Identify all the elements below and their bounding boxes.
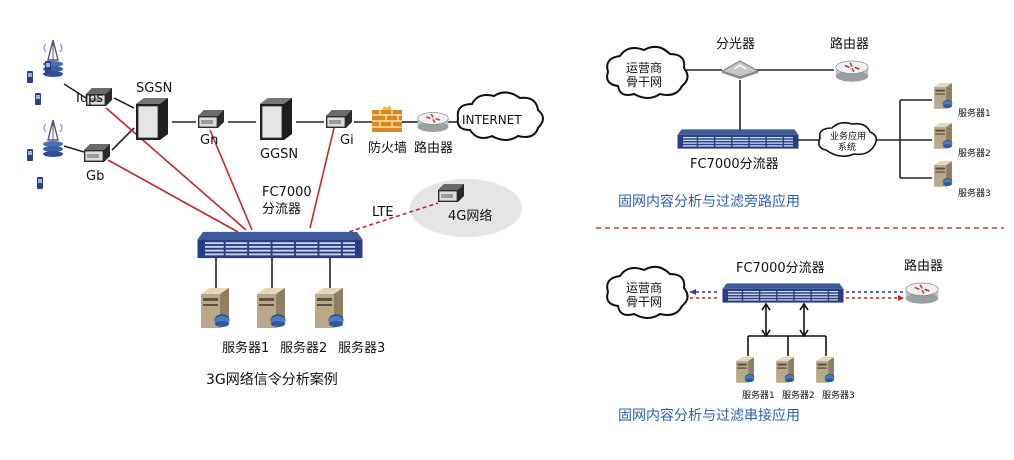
server-icon	[933, 160, 953, 188]
label-server-3: 服务器3	[338, 340, 385, 356]
gi-switch-icon	[325, 109, 353, 129]
lte-link	[335, 202, 439, 237]
label-server-2: 服务器2	[280, 340, 327, 356]
backbone-cloud	[606, 265, 689, 319]
label-service-2: 系统	[838, 141, 856, 153]
label-backbone-1: 运营商	[626, 60, 662, 75]
backbone-cloud	[606, 45, 689, 99]
ggsn-box-icon	[259, 97, 293, 141]
label-ggsn: GGSN	[260, 147, 298, 162]
bypass-links	[684, 69, 932, 179]
gn-switch-icon	[197, 109, 225, 129]
label-server-1: 服务器1	[222, 340, 269, 356]
label-fc7000: FC7000	[262, 185, 312, 200]
label-service-1: 业务应用	[830, 130, 866, 142]
label-backbone-2: 骨干网	[626, 75, 662, 89]
base-station-icon	[42, 119, 64, 158]
fc7000-splitter-icon	[677, 129, 799, 149]
label-backbone-1: 运营商	[626, 280, 662, 295]
router-icon	[417, 111, 449, 133]
label-splitter: 分流器	[262, 202, 301, 217]
server-drops	[215, 258, 331, 290]
label-internet: INTERNET	[462, 113, 522, 127]
internet-cloud	[456, 91, 544, 141]
server-links	[747, 302, 827, 356]
label-optical-splitter: 分光器	[716, 37, 755, 52]
server-icon	[200, 287, 230, 329]
label-router: 路由器	[904, 258, 943, 274]
router-icon	[905, 282, 939, 305]
router-icon	[835, 60, 869, 83]
label-fc7000-splitter: FC7000分流器	[690, 157, 779, 172]
mirror-links	[105, 107, 335, 233]
label-router: 路由器	[414, 140, 453, 156]
caption-inline: 固网内容分析与过滤串接应用	[618, 407, 800, 424]
label-fc7000-splitter: FC7000分流器	[736, 261, 825, 276]
server-icon	[256, 287, 286, 329]
firewall-icon	[371, 105, 403, 133]
label-server-1: 服务器1	[958, 107, 991, 119]
label-router: 路由器	[830, 36, 869, 52]
label-firewall: 防火墙	[368, 140, 407, 156]
label-lte: LTE	[372, 205, 394, 220]
diagram-3g: Iups SGSN Gb Gn GGSN Gi 防火墙 路由器 INTERNET…	[27, 39, 544, 388]
label-sgsn: SGSN	[136, 81, 172, 96]
label-gn: Gn	[200, 133, 218, 148]
label-gi: Gi	[340, 133, 354, 148]
label-server-2: 服务器2	[958, 147, 991, 159]
label-backbone-2: 骨干网	[626, 295, 662, 309]
diagram-bypass: 运营商 骨干网 分光器 路由器 FC7000分流器 业务应用 系统 服务器1 服…	[606, 36, 991, 210]
server-icon	[933, 82, 953, 110]
caption-3g: 3G网络信令分析案例	[206, 371, 338, 388]
diagram-inline: 运营商 骨干网 FC7000分流器 路由器 服务器1 服务器2 服务器3 固网内…	[606, 258, 943, 424]
label-4g-network: 4G网络	[448, 208, 492, 224]
service-system-cloud	[818, 121, 878, 158]
label-server-2: 服务器2	[782, 389, 815, 401]
server-icon	[735, 356, 755, 384]
sgsn-box-icon	[135, 97, 169, 141]
inline-traffic	[690, 289, 904, 301]
mobile-phone-icons	[27, 61, 51, 189]
fc7000-splitter-icon	[197, 231, 363, 259]
server-icon	[933, 122, 953, 150]
label-server-1: 服务器1	[742, 389, 775, 401]
server-icon	[775, 356, 795, 384]
label-server-3: 服务器3	[958, 187, 991, 199]
server-icon	[815, 356, 835, 384]
label-server-3: 服务器3	[822, 389, 855, 401]
label-gb: Gb	[86, 169, 104, 184]
caption-bypass: 固网内容分析与过滤旁路应用	[618, 193, 800, 210]
gb-switch-icon	[83, 143, 111, 163]
4g-switch-icon	[437, 183, 465, 203]
optical-splitter-icon	[721, 60, 759, 80]
server-icon	[314, 287, 344, 329]
4g-network-cloud	[410, 179, 522, 237]
fc7000-splitter-icon	[722, 283, 844, 303]
label-iups: Iups	[76, 91, 103, 106]
